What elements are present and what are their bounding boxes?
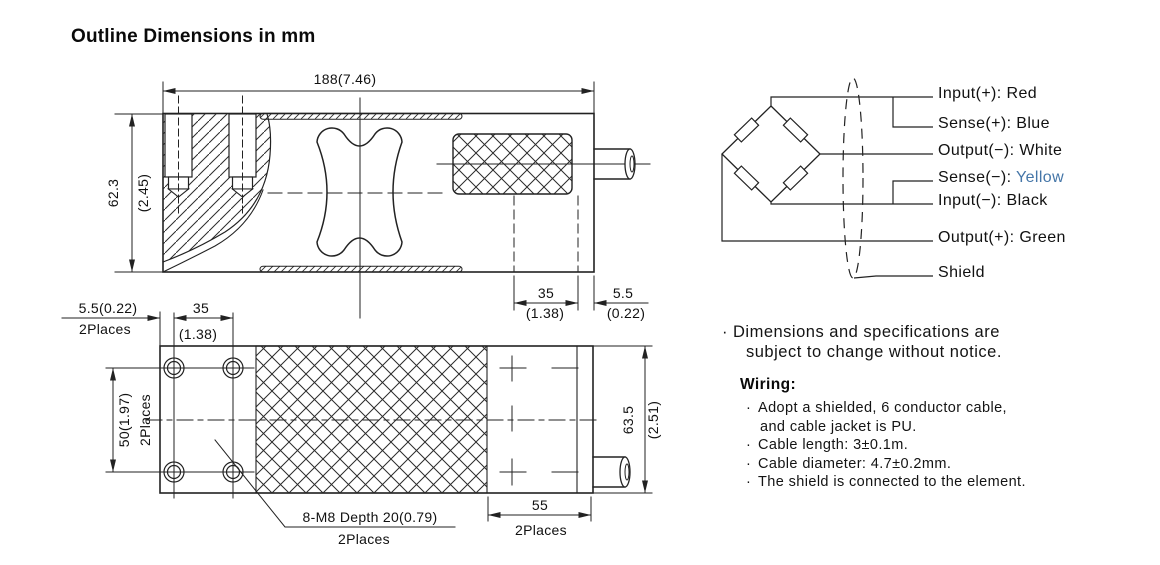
dim-pitch35-label: 35	[193, 300, 209, 316]
dim-55-places-label: 2Places	[515, 522, 567, 538]
load-zone-dashed-lines	[513, 195, 579, 273]
wire-sense-plus	[892, 97, 933, 128]
dim-5p5-label: 5.5	[613, 285, 633, 301]
wire-label-shield: Shield	[938, 264, 985, 282]
wire-input-plus	[770, 96, 933, 106]
wiring-note-item: · Adopt a shielded, 6 conductor cable,	[746, 399, 1026, 418]
wire-sense-minus	[892, 180, 933, 204]
wire-input-minus	[770, 202, 933, 205]
gap-sliver-bottom	[259, 265, 463, 273]
wire-color: Blue	[1016, 115, 1050, 132]
bullet: ·	[746, 474, 752, 491]
thread-callout: 8-M8 Depth 20(0.79) 2Places	[214, 439, 456, 547]
bolt-right	[228, 95, 257, 215]
wire-signal: Input(+):	[938, 85, 1002, 102]
wire-output-plus	[721, 154, 933, 242]
dim-35-inch-label: (1.38)	[526, 305, 564, 321]
wire-label-input-plus: Input(+): Red	[938, 85, 1037, 103]
bottom-view-drawing: 5.5(0.22) 2Places 35 (1.38) 50(1.97) 2Pl…	[61, 300, 661, 547]
dim-width-63p5: 63.5 (2.51)	[593, 345, 661, 494]
wire-color: Black	[1006, 192, 1048, 209]
wire-signal: Output(−):	[938, 142, 1015, 159]
hole-crosshairs	[151, 312, 255, 499]
wire-label-sense-plus: Sense(+): Blue	[938, 115, 1050, 133]
dim-width-label: 63.5	[620, 406, 636, 434]
page-title: Outline Dimensions in mm	[71, 26, 316, 47]
dim-width-inch-label: (2.51)	[645, 401, 661, 439]
wire-label-output-plus: Output(+): Green	[938, 229, 1066, 247]
wiring-note-text: Adopt a shielded, 6 conductor cable,	[758, 400, 1007, 416]
dim-pitch-50: 50(1.97) 2Places	[105, 367, 153, 473]
wiring-note-text: Cable diameter: 4.7±0.2mm.	[758, 455, 952, 472]
wire-color: Green	[1019, 229, 1066, 246]
wire-signal: Shield	[938, 264, 985, 281]
thread-note-label: 8-M8 Depth 20(0.79)	[303, 509, 438, 525]
gap-sliver-top	[259, 112, 463, 120]
disclaimer-note: · Dimensions and specifications are subje…	[722, 322, 1002, 362]
wire-signal: Sense(+):	[938, 115, 1012, 132]
dim-length-188: 188(7.46)	[162, 71, 595, 114]
wiring-note-item: · Cable diameter: 4.7±0.2mm.	[746, 455, 1026, 474]
load-point-marks	[499, 355, 579, 486]
dim-55-label: 55	[532, 497, 548, 513]
dim-edge-and-pitch: 5.5(0.22) 2Places 35 (1.38)	[61, 300, 234, 346]
bridge-wires	[721, 96, 933, 279]
wire-shield	[853, 275, 933, 279]
wire-color: Yellow	[1015, 169, 1065, 186]
dim-pitch50-label: 50(1.97)	[116, 393, 132, 448]
bridge-resistors	[733, 117, 809, 191]
wire-signal: Sense(−):	[938, 169, 1012, 186]
wire-color: White	[1019, 142, 1063, 159]
wiring-note-item: and cable jacket is PU.	[760, 418, 917, 435]
section-boundary-curve	[162, 113, 272, 263]
wiring-note-item: · Cable length: 3±0.1m.	[746, 436, 1026, 455]
wiring-note-text: The shield is connected to the element.	[758, 474, 1026, 491]
disclaimer-line1: Dimensions and specifications are	[733, 323, 1000, 341]
dim-length-label: 188(7.46)	[314, 71, 377, 87]
dim-load-zone-55: 55 2Places	[487, 496, 592, 538]
dim-pitch50-places-label: 2Places	[137, 394, 153, 446]
cable-stub-side	[593, 148, 636, 180]
bullet: ·	[746, 400, 752, 416]
dim-load-offset: 35 (1.38) 5.5 (0.22)	[513, 275, 649, 321]
bullet: ·	[722, 323, 728, 341]
dim-5p5-inch-label: (0.22)	[607, 305, 645, 321]
thread-places-label: 2Places	[338, 531, 390, 547]
dim-edge-places-label: 2Places	[79, 321, 131, 337]
bolt-left	[164, 95, 193, 215]
wire-signal: Output(+):	[938, 229, 1015, 246]
wiring-note-text: Cable length: 3±0.1m.	[758, 437, 909, 454]
dim-height-label: 62.3	[105, 179, 121, 207]
section-break-curve	[162, 189, 264, 273]
wire-color: Red	[1006, 85, 1038, 102]
wiring-notes-list: · Adopt a shielded, 6 conductor cable, an…	[746, 399, 1026, 492]
wire-label-input-minus: Input(−): Black	[938, 192, 1048, 210]
cable-stub-plan	[592, 456, 631, 488]
wiring-heading: Wiring:	[740, 376, 797, 393]
top-view-drawing: 188(7.46) 62.3 (2.45) 35 (1.38) 5.5 (0.2…	[105, 71, 651, 321]
dim-edge-label: 5.5(0.22)	[79, 300, 138, 316]
dim-pitch35-inch-label: (1.38)	[179, 326, 217, 342]
bullet: ·	[746, 437, 752, 454]
bridge-diamond	[721, 105, 821, 203]
dim-height-inch-label: (2.45)	[135, 174, 151, 212]
disclaimer-line2: subject to change without notice.	[746, 343, 1002, 361]
wire-label-sense-minus: Sense(−): Yellow	[938, 169, 1064, 187]
wire-label-output-minus: Output(−): White	[938, 142, 1062, 160]
dim-height-62p3: 62.3 (2.45)	[105, 113, 163, 273]
dim-35-label: 35	[538, 285, 554, 301]
bullet: ·	[746, 455, 752, 472]
wire-signal: Input(−):	[938, 192, 1002, 209]
wiring-note-item: · The shield is connected to the element.	[746, 473, 1026, 492]
cable-shield-ellipse	[842, 77, 864, 279]
wiring-bridge-diagram	[721, 77, 933, 279]
